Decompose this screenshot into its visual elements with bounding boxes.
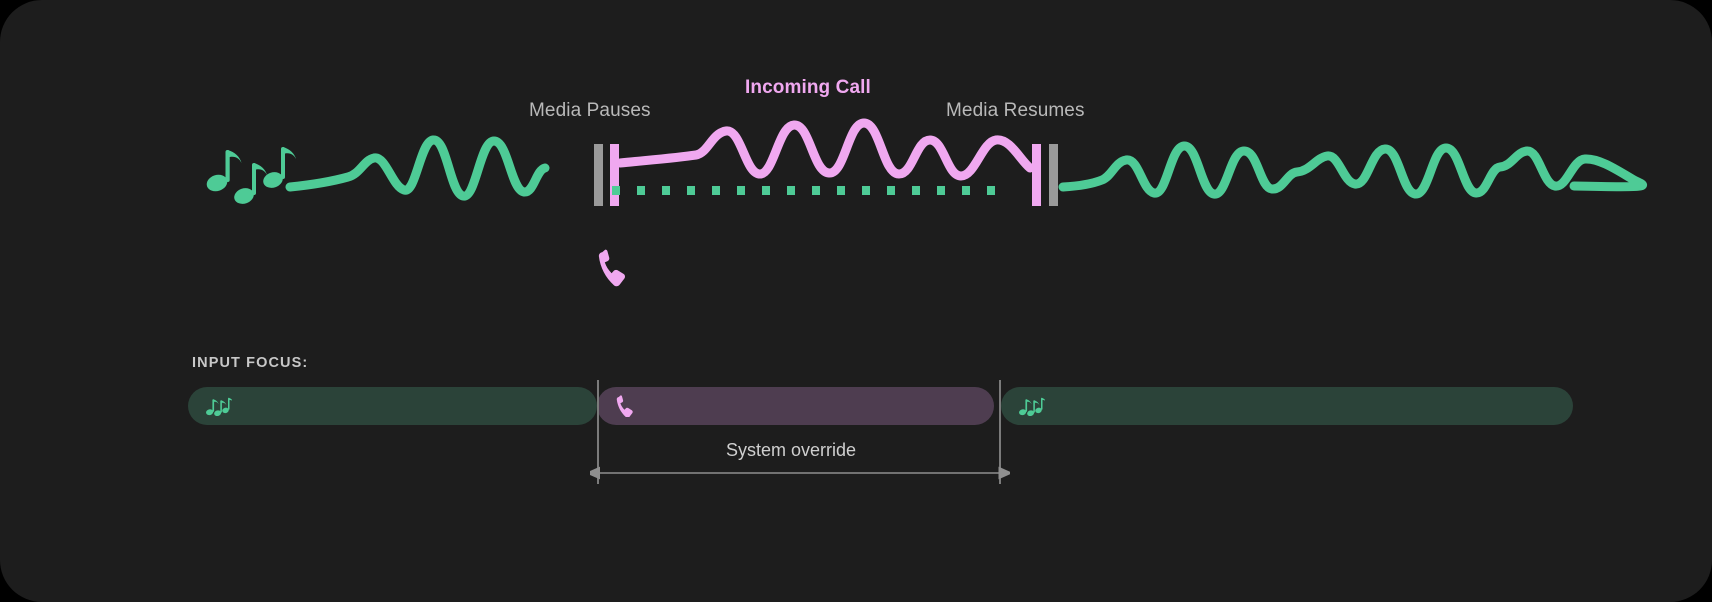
music-notes-icon bbox=[206, 147, 296, 204]
input-focus-section: INPUT FOCUS: bbox=[0, 330, 1712, 602]
resume-bar-gray bbox=[1049, 144, 1058, 206]
system-override-label: System override bbox=[726, 440, 857, 460]
media-waveform-after bbox=[1058, 141, 1648, 199]
music-notes-icon bbox=[1019, 396, 1045, 416]
focus-bar-call[interactable] bbox=[597, 387, 994, 425]
media-resumes-label: Media Resumes bbox=[946, 100, 1085, 121]
phone-handset-icon bbox=[615, 395, 637, 417]
resume-bar-pink bbox=[1032, 144, 1041, 206]
input-focus-title: INPUT FOCUS: bbox=[192, 355, 309, 371]
incoming-call-label: Incoming Call bbox=[745, 77, 871, 98]
override-guide-line-left bbox=[597, 380, 599, 484]
music-notes-icon bbox=[206, 396, 232, 416]
pause-bar-pink bbox=[610, 144, 619, 206]
media-pauses-label: Media Pauses bbox=[529, 100, 651, 121]
focus-bar-media-after[interactable] bbox=[1001, 387, 1573, 425]
incoming-call-waveform bbox=[615, 118, 1035, 181]
system-override-span-arrow bbox=[590, 466, 1010, 480]
phone-handset-icon bbox=[598, 249, 625, 287]
audio-timeline: Incoming Call Media Pauses Media Resumes bbox=[206, 77, 1648, 287]
focus-bar-media-before[interactable] bbox=[188, 387, 597, 425]
override-guide-line-right bbox=[999, 380, 1001, 484]
media-waveform-before bbox=[285, 135, 550, 201]
media-paused-dotted-line bbox=[612, 186, 995, 195]
pause-bar-gray bbox=[594, 144, 603, 206]
timeline-waveform-graphic bbox=[206, 118, 1648, 287]
